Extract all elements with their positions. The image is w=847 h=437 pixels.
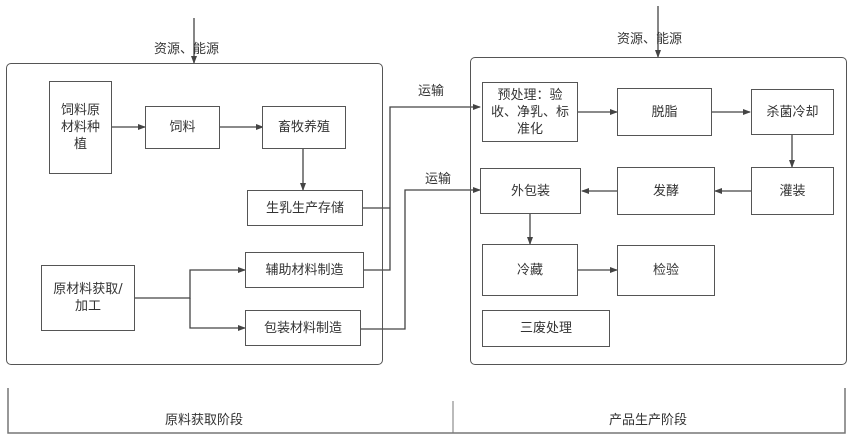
node-inspection[interactable]: 检验 [617, 245, 715, 296]
node-skim[interactable]: 脱脂 [617, 88, 712, 136]
stage-bracket [7, 388, 846, 434]
transport-upper-label: 运输 [418, 84, 445, 99]
node-outer-pack[interactable]: 外包装 [480, 168, 581, 214]
node-livestock[interactable]: 畜牧养殖 [262, 106, 346, 149]
stage-label-production: 产品生产阶段 [609, 413, 688, 428]
node-sterilize[interactable]: 杀菌冷却 [751, 89, 834, 135]
left-resource-label: 资源、能源 [154, 42, 220, 57]
transport-aux-line [364, 104, 481, 271]
arrow-raw-branch [134, 267, 246, 299]
node-feed-crop[interactable]: 饲料原材料种植 [49, 81, 112, 174]
arrow-raw-branch-lower [189, 298, 246, 331]
node-cold-storage[interactable]: 冷藏 [482, 244, 578, 296]
node-ferment[interactable]: 发酵 [617, 167, 715, 215]
transport-lower-label: 运输 [425, 172, 452, 187]
node-aux-material[interactable]: 辅助材料制造 [245, 252, 364, 288]
raw-stage-container [6, 63, 383, 365]
right-resource-label: 资源、能源 [617, 32, 683, 47]
node-feed[interactable]: 饲料 [145, 106, 220, 149]
node-filling[interactable]: 灌装 [751, 167, 834, 215]
node-raw-material[interactable]: 原材料获取/加工 [41, 265, 135, 331]
transport-lower-line [361, 187, 481, 330]
stage-label-raw: 原料获取阶段 [165, 413, 244, 428]
node-pretreatment[interactable]: 预处理：验收、净乳、标准化 [482, 82, 578, 142]
node-waste[interactable]: 三废处理 [482, 310, 610, 347]
node-milk-storage[interactable]: 生乳生产存储 [247, 190, 363, 226]
node-packaging-material[interactable]: 包装材料制造 [245, 310, 361, 346]
